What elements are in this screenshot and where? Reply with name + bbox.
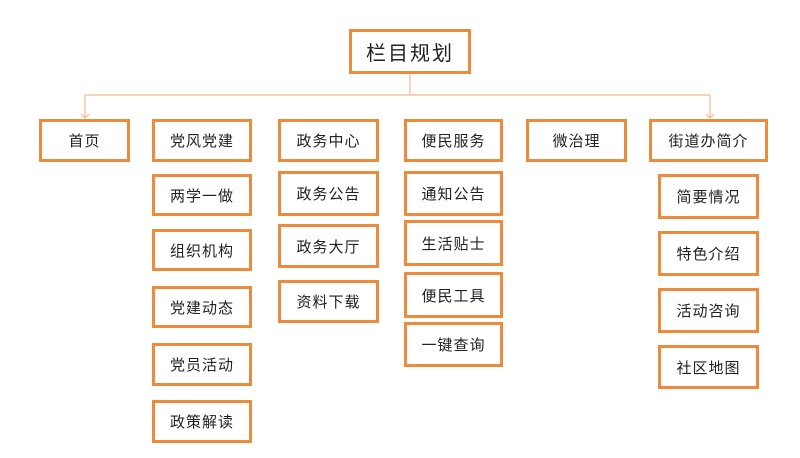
node-label: 党建动态 (169, 298, 234, 317)
node-label: 便民工具 (421, 286, 486, 305)
node-label: 便民服务 (421, 132, 486, 150)
node-party-child-3: 党建动态 (152, 286, 252, 328)
node-service-child-2: 生活贴士 (404, 220, 503, 266)
node-street-child-3: 活动咨询 (658, 288, 759, 333)
node-service-child-4: 一键查询 (404, 322, 503, 367)
node-street-child-1: 简要情况 (658, 174, 759, 219)
node-label: 资料下载 (296, 293, 361, 311)
node-label: 党员活动 (169, 356, 234, 374)
node-street-child-4: 社区地图 (658, 345, 759, 389)
node-label: 活动咨询 (676, 302, 741, 320)
node-gov-child-2: 政务大厅 (278, 224, 379, 268)
node-label: 两学一做 (169, 186, 234, 205)
node-label: 特色介绍 (676, 245, 741, 263)
node-label: 政务中心 (296, 132, 361, 150)
node-label: 生活贴士 (421, 234, 486, 253)
node-street-child-2: 特色介绍 (658, 231, 759, 276)
node-micro: 微治理 (526, 119, 627, 162)
root-label: 栏目规划 (366, 41, 454, 65)
node-label: 政策解读 (169, 413, 234, 431)
node-home: 首页 (39, 119, 130, 162)
node-service: 便民服务 (404, 119, 503, 162)
node-label: 组织机构 (169, 241, 234, 260)
node-gov-child-3: 资料下载 (278, 280, 379, 323)
node-service-child-1: 通知公告 (404, 171, 503, 216)
node-label: 社区地图 (676, 358, 741, 377)
node-label: 政务大厅 (296, 237, 361, 256)
node-party-child-1: 两学一做 (152, 174, 252, 216)
node-street: 街道办简介 (649, 119, 768, 162)
node-label: 简要情况 (676, 188, 741, 206)
node-party-child-5: 政策解读 (152, 400, 252, 443)
node-label: 党风党建 (169, 132, 234, 150)
node-label: 微治理 (552, 132, 601, 150)
node-gov: 政务中心 (278, 119, 379, 162)
node-label: 政务公告 (296, 185, 361, 203)
node-gov-child-1: 政务公告 (278, 171, 379, 216)
node-service-child-3: 便民工具 (404, 272, 503, 318)
node-label: 一键查询 (421, 336, 486, 354)
node-label: 通知公告 (421, 185, 486, 203)
node-party: 党风党建 (152, 119, 252, 162)
node-label: 首页 (68, 132, 101, 150)
node-label: 街道办简介 (668, 132, 749, 150)
root-node: 栏目规划 (349, 29, 471, 74)
node-party-child-2: 组织机构 (152, 229, 252, 271)
node-party-child-4: 党员活动 (152, 343, 252, 386)
